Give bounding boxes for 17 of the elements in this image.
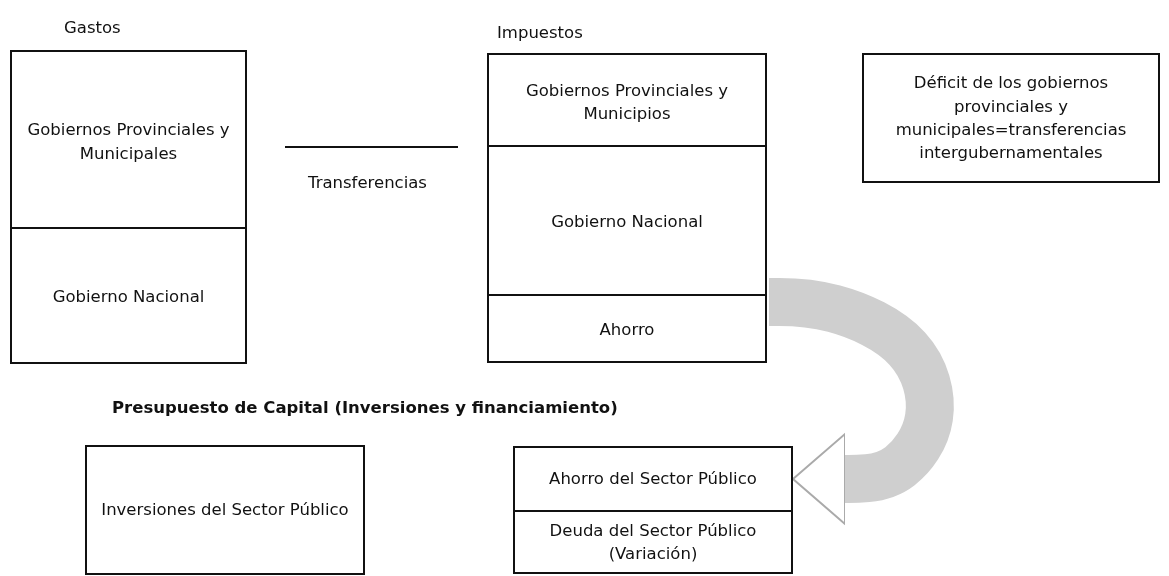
box-text: Gobierno Nacional xyxy=(550,210,704,233)
box-text: Deuda del Sector Público (Variación) xyxy=(548,519,758,565)
box-text: Ahorro xyxy=(598,318,656,341)
column-heading: Gastos xyxy=(64,18,121,37)
box-text: Ahorro del Sector Público xyxy=(548,468,758,491)
section-heading: Presupuesto de Capital (Inversiones y financiamiento) xyxy=(112,398,618,417)
text-box xyxy=(862,53,1160,183)
box-text: Inversiones del Sector Público xyxy=(100,499,350,522)
text-box xyxy=(85,445,365,575)
column-heading: Impuestos xyxy=(497,23,583,42)
text-box xyxy=(513,510,793,574)
text-box xyxy=(513,446,793,512)
box-text: Gobierno Nacional xyxy=(51,285,206,308)
transfer-label: Transferencias xyxy=(308,173,427,192)
box-text: Gobiernos Provinciales y Municipales xyxy=(26,119,231,165)
box-text: Déficit de los gobiernos provinciales y municipales=transferencias intergubernamentales xyxy=(894,72,1128,165)
box-text: Gobiernos Provinciales y Municipios xyxy=(524,79,730,125)
